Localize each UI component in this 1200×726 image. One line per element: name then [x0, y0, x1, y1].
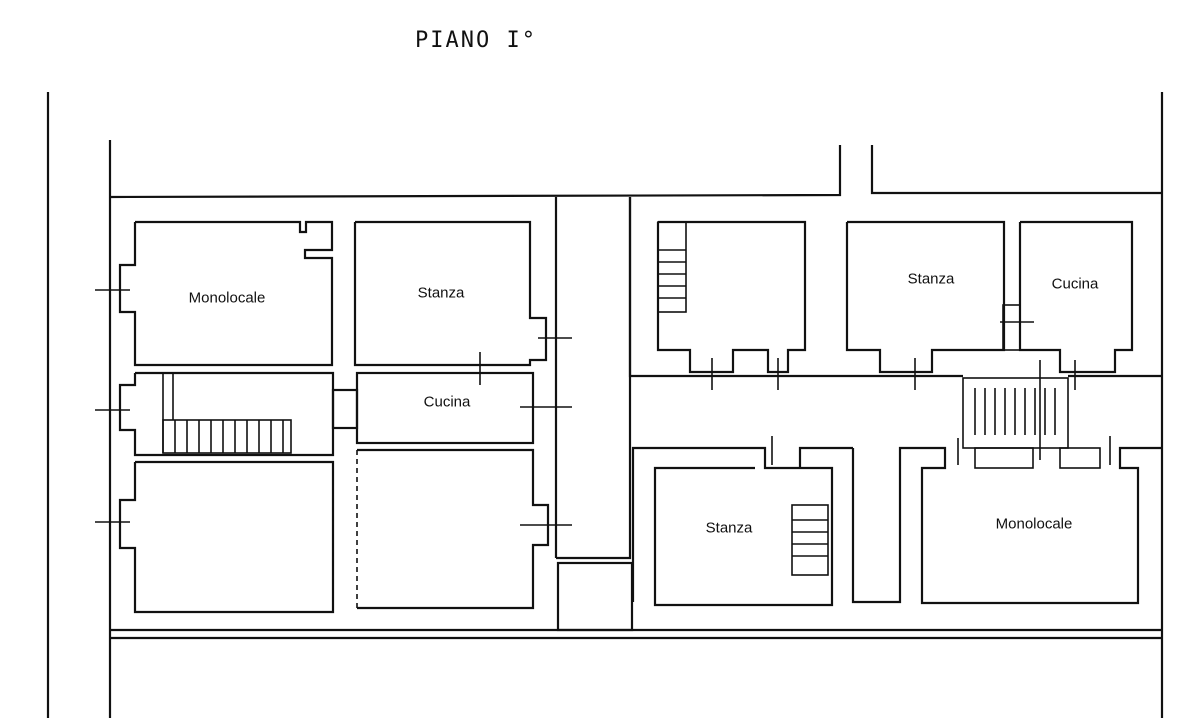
- right-block-walls: [628, 197, 1162, 607]
- right-stair-treads: [658, 249, 1056, 557]
- left-stair-treads: [174, 420, 284, 453]
- room-label-monolocale-right: Monolocale: [995, 515, 1073, 533]
- left-block-walls: [118, 197, 634, 632]
- room-label-cucina-left: Cucina: [423, 393, 471, 411]
- site-lines: [46, 92, 1164, 718]
- window-marks: [95, 289, 1111, 526]
- room-label-stanza-top-right: Stanza: [907, 270, 955, 288]
- room-label-stanza-left: Stanza: [417, 284, 465, 302]
- room-label-cucina-right: Cucina: [1051, 275, 1099, 293]
- room-label-stanza-bottom-right: Stanza: [705, 519, 753, 537]
- room-label-monolocale-left: Monolocale: [188, 289, 266, 307]
- plan-title: PIANO I°: [415, 28, 537, 53]
